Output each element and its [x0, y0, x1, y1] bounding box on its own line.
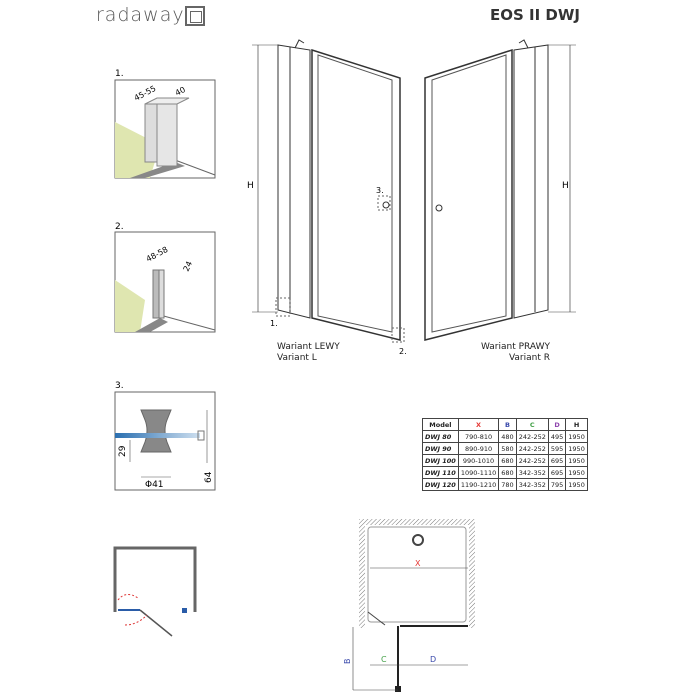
table-cell: 580 — [498, 442, 517, 455]
table-cell: 695 — [547, 454, 567, 467]
right-variant-pl: Wariant PRAWY — [480, 342, 550, 352]
column-header: B — [498, 418, 517, 431]
column-header: C — [515, 418, 549, 431]
plan-x-label: X — [415, 559, 421, 568]
column-header: X — [457, 418, 500, 431]
table-cell: 1950 — [565, 442, 588, 455]
table-cell: 780 — [498, 478, 517, 491]
callout-2: 2. — [399, 347, 407, 356]
right-variant-en: Variant R — [508, 353, 550, 363]
column-header: Model — [422, 418, 459, 431]
table-cell: 1090-1110 — [457, 466, 500, 479]
model-cell: DWJ 80 — [422, 430, 459, 443]
table-cell: 595 — [547, 442, 567, 455]
model-cell: DWJ 110 — [422, 466, 459, 479]
plan-c-label: C — [381, 655, 387, 664]
detail-2-label: 2. — [115, 222, 124, 232]
model-cell: DWJ 120 — [422, 478, 459, 491]
plan-d-label: D — [430, 655, 436, 664]
left-height-label: H — [247, 181, 254, 191]
plan-b-label: B — [343, 659, 352, 665]
table-cell: 1950 — [565, 478, 588, 491]
model-cell: DWJ 100 — [422, 454, 459, 467]
detail-2-panel: 2. 48-58 24 — [114, 222, 216, 333]
door-swing-plan — [113, 546, 197, 637]
table-cell: 342-352 — [515, 466, 549, 479]
callout-3: 3. — [376, 186, 384, 195]
brand-logo-square-icon — [185, 6, 205, 26]
table-cell: 342-352 — [515, 478, 549, 491]
detail-1-label: 1. — [115, 69, 124, 79]
right-variant-label: Wariant PRAWY Variant R — [481, 342, 550, 364]
table-cell: 680 — [498, 466, 517, 479]
table-cell: 795 — [547, 478, 567, 491]
left-variant-pl: Wariant LEWY — [277, 342, 340, 352]
detail-3-dim-64: 64 — [204, 471, 214, 483]
table-cell: 990-1010 — [457, 454, 500, 467]
page-title: EOS II DWJ — [490, 6, 580, 24]
detail-2-dim-width: 24 — [182, 260, 194, 273]
table-cell: 480 — [498, 430, 517, 443]
table-cell: 242-252 — [515, 442, 549, 455]
table-cell: 1950 — [565, 454, 588, 467]
brand-logo: radaway — [96, 4, 185, 26]
table-cell: 242-252 — [515, 430, 549, 443]
right-door-drawing: H — [424, 39, 576, 341]
model-cell: DWJ 90 — [422, 442, 459, 455]
left-variant-label: Wariant LEWY Variant L — [277, 342, 340, 364]
detail-3-panel: 3. 29 Φ41 64 — [114, 381, 216, 491]
detail-1-panel: 1. 45-55 40 — [114, 69, 216, 179]
table-cell: 1190-1210 — [457, 478, 500, 491]
detail-3-dim-29: 29 — [118, 445, 128, 457]
detail-3-label: 3. — [115, 381, 124, 391]
table-cell: 495 — [547, 430, 567, 443]
table-cell: 680 — [498, 454, 517, 467]
table-cell: 890-910 — [457, 442, 500, 455]
left-door-drawing: H 1. 3. 2. — [247, 39, 407, 356]
column-header: H — [565, 418, 588, 431]
table-cell: 1950 — [565, 430, 588, 443]
table-cell: 695 — [547, 466, 567, 479]
callout-1: 1. — [270, 319, 278, 328]
detail-3-dim-diameter: Φ41 — [145, 480, 164, 490]
table-cell: 1950 — [565, 466, 588, 479]
table-cell: 242-252 — [515, 454, 549, 467]
right-height-label: H — [562, 181, 569, 191]
table-cell: 790-810 — [457, 430, 500, 443]
column-header: D — [547, 418, 567, 431]
installation-plan: X B C D — [343, 519, 475, 692]
left-variant-en: Variant L — [277, 353, 317, 363]
detail-1-dim-width: 40 — [174, 85, 187, 98]
